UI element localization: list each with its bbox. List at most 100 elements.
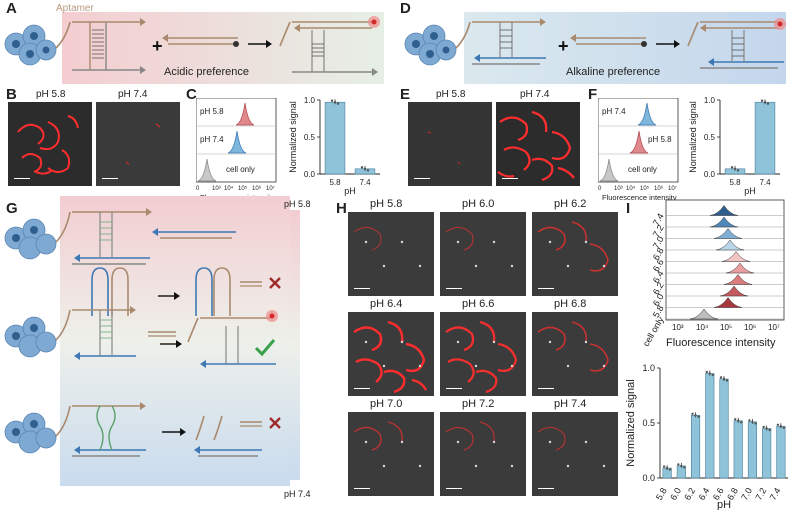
data-point bbox=[779, 425, 783, 428]
panel-a-caption: Acidic preference bbox=[164, 66, 249, 78]
red-signal bbox=[355, 358, 383, 383]
data-point bbox=[366, 169, 370, 172]
x-tick-label: 7.4 bbox=[759, 178, 771, 187]
nucleus-dot bbox=[364, 340, 368, 344]
x-tick-label: 5.8 bbox=[654, 486, 669, 502]
micrograph-h-label: pH 5.8 bbox=[370, 198, 403, 210]
nucleus-dot bbox=[602, 464, 606, 468]
data-point bbox=[740, 421, 743, 424]
y-tick-label: 1.0 bbox=[642, 363, 655, 373]
data-point bbox=[762, 425, 765, 429]
x-tick-label: 6.4 bbox=[697, 486, 712, 502]
svg-text:+: + bbox=[558, 36, 569, 56]
nucleus-dot bbox=[548, 340, 552, 344]
scale-bar bbox=[446, 487, 462, 489]
bar bbox=[776, 426, 786, 479]
ridge-histogram bbox=[709, 205, 739, 216]
ridge-histogram bbox=[713, 228, 743, 239]
x-tick-label: 5.8 bbox=[329, 178, 341, 187]
scale-bar bbox=[538, 387, 554, 389]
y-tick-label: 1.0 bbox=[704, 96, 716, 105]
x-tick-label: 6.2 bbox=[682, 486, 697, 502]
micrograph-b-ph58 bbox=[8, 102, 92, 186]
y-tick-label: 1.0 bbox=[304, 96, 316, 105]
data-point bbox=[677, 463, 680, 466]
data-point bbox=[768, 428, 771, 432]
data-point bbox=[708, 372, 711, 375]
panel-g-bottom-ph: pH 7.4 bbox=[284, 489, 311, 499]
scale-bar bbox=[538, 287, 554, 289]
bar bbox=[690, 414, 701, 479]
red-signal bbox=[383, 369, 406, 394]
data-point bbox=[333, 101, 337, 104]
i-tick-0: 10³ bbox=[672, 323, 684, 332]
x-axis-label: pH bbox=[344, 186, 356, 196]
nucleus-dot bbox=[566, 464, 570, 468]
red-signal bbox=[571, 221, 587, 243]
micrograph-h-label: pH 7.4 bbox=[554, 398, 587, 410]
micrograph-h-label: pH 6.4 bbox=[370, 298, 403, 310]
i-tick-1: 10⁴ bbox=[696, 323, 709, 332]
data-point bbox=[754, 422, 757, 425]
nucleus-dot bbox=[418, 364, 422, 368]
panel-g-schematic bbox=[4, 196, 300, 486]
nucleus-dot bbox=[456, 240, 460, 244]
f-tick-0: 0 bbox=[598, 186, 602, 192]
data-point bbox=[683, 466, 686, 469]
nucleus-dot bbox=[566, 264, 570, 268]
data-point bbox=[760, 99, 764, 102]
y-tick-label: 0.5 bbox=[642, 418, 655, 428]
nucleus-dot bbox=[474, 264, 478, 268]
micrograph-h-image bbox=[348, 312, 434, 396]
y-tick-label: 0.5 bbox=[304, 133, 316, 142]
nucleus-dot bbox=[400, 240, 404, 244]
nucleus-dot bbox=[382, 464, 386, 468]
nucleus-dot bbox=[584, 440, 588, 444]
y-axis-label: Normalized signal bbox=[625, 379, 637, 466]
c-tick-5: 10⁷ bbox=[266, 185, 275, 192]
svg-text:+: + bbox=[152, 36, 163, 56]
nucleus-dot bbox=[456, 340, 460, 344]
f-flow-lbl-1: pH 5.8 bbox=[648, 135, 672, 144]
panel-d-letter: D bbox=[400, 0, 411, 17]
f-flow-xlabel: Fluorescence intensity bbox=[602, 193, 677, 202]
nucleus-dot bbox=[492, 240, 496, 244]
data-point bbox=[711, 373, 714, 377]
data-point bbox=[734, 418, 737, 421]
red-signal bbox=[589, 343, 609, 372]
data-point bbox=[691, 412, 694, 415]
red-signal bbox=[497, 342, 518, 372]
bar bbox=[747, 421, 758, 479]
panel-d-schematic: + bbox=[404, 12, 786, 84]
panel-b-label-left: pH 5.8 bbox=[36, 89, 66, 100]
c-tick-2: 10⁴ bbox=[224, 185, 234, 192]
x-tick-label: 7.4 bbox=[768, 486, 783, 502]
panel-e-label-left: pH 5.8 bbox=[436, 89, 466, 100]
panel-e-letter: E bbox=[400, 86, 411, 103]
data-point bbox=[722, 377, 726, 381]
data-point bbox=[668, 468, 672, 471]
red-signal bbox=[537, 326, 566, 351]
data-point bbox=[765, 427, 768, 430]
micrograph-e-ph74 bbox=[496, 102, 580, 186]
scale-bar bbox=[538, 487, 554, 489]
scale-bar bbox=[354, 287, 370, 289]
ridge-histogram bbox=[689, 308, 719, 320]
ridge-histogram bbox=[725, 262, 755, 274]
micrograph-h-image bbox=[348, 212, 434, 296]
c-flow-lbl-2: cell only bbox=[226, 165, 255, 174]
panel-i-letter: I bbox=[626, 200, 631, 217]
red-signal bbox=[571, 321, 587, 343]
panel-c-letter: C bbox=[186, 86, 197, 103]
i-tick-3: 10⁶ bbox=[744, 323, 756, 332]
red-signal bbox=[445, 226, 474, 251]
c-tick-3: 10⁵ bbox=[238, 185, 248, 192]
nucleus-dot bbox=[474, 464, 478, 468]
data-point bbox=[751, 420, 754, 424]
micrograph-h-label: pH 7.0 bbox=[370, 398, 403, 410]
x-axis-label: pH bbox=[744, 186, 756, 196]
